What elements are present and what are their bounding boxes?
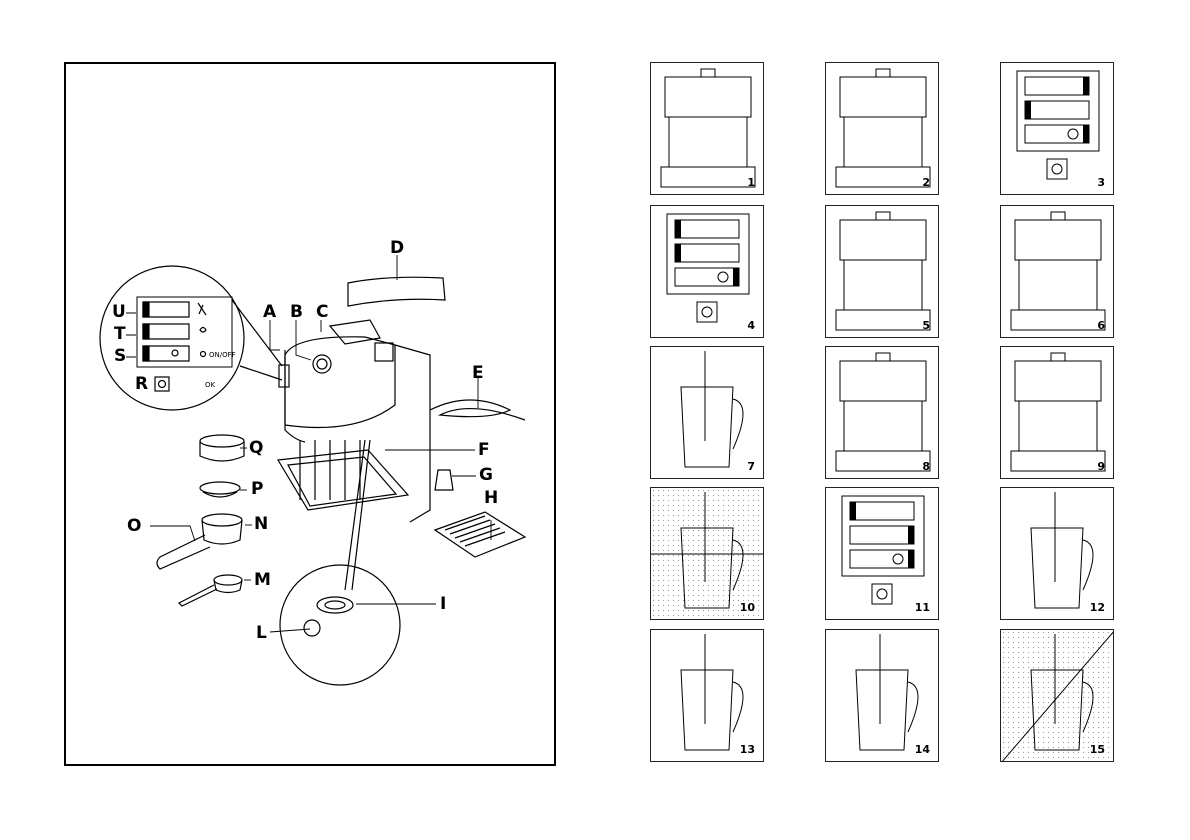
label-b: B	[290, 302, 303, 322]
insert-filter-illustration	[680, 351, 744, 468]
step-panel-9: 9	[1000, 346, 1114, 479]
tamp-and-clean-illustration	[651, 492, 763, 609]
step-panel-6: 6	[1000, 205, 1114, 338]
label-h: H	[484, 488, 499, 508]
label-i: I	[440, 594, 447, 614]
step-number: 8	[922, 460, 930, 473]
measuring-scoop	[177, 574, 243, 607]
label-a: A	[263, 302, 277, 322]
step-panel-15: 15	[1000, 629, 1114, 762]
coffee-cup-icon	[199, 326, 207, 333]
label-t: T	[114, 324, 126, 344]
step-number: 4	[747, 319, 755, 332]
step-panel-5: 5	[825, 205, 939, 338]
leader-lines	[126, 255, 492, 633]
label-c: C	[316, 302, 329, 322]
overview-frame	[64, 62, 556, 766]
step-panel-10: 10	[650, 487, 764, 620]
control-panel-flashing-illustration	[666, 213, 750, 323]
fill-water-tank-illustration	[660, 68, 756, 188]
label-n: N	[254, 514, 269, 534]
steam-nozzle-in-jug-illustration	[855, 634, 919, 751]
drip-grill	[433, 511, 527, 558]
label-s: S	[114, 346, 127, 366]
power-icon	[199, 350, 207, 358]
clean-steam-nozzle-illustration	[1002, 631, 1113, 761]
label-l: L	[256, 623, 267, 643]
attach-filter-holder-illustration	[1010, 211, 1106, 331]
step-panel-12: 12	[1000, 487, 1114, 620]
step-number: 11	[914, 601, 930, 614]
lock-filter-holder-illustration	[835, 352, 931, 472]
step-number: 13	[739, 743, 755, 756]
step-panel-8: 8	[825, 346, 939, 479]
espresso-machine	[277, 319, 431, 591]
label-q: Q	[249, 438, 264, 458]
label-d: D	[390, 238, 405, 258]
nozzle-magnifier	[279, 564, 401, 686]
label-g: G	[479, 465, 493, 485]
label-r: R	[135, 374, 149, 394]
step-panel-3: 3	[1000, 62, 1114, 195]
ok-caption: OK	[205, 381, 216, 389]
step-number: 3	[1097, 176, 1105, 189]
step-number: 12	[1089, 601, 1105, 614]
label-m: M	[254, 570, 271, 590]
steam-icon	[197, 302, 207, 316]
step-panel-13: 13	[650, 629, 764, 762]
label-o: O	[127, 516, 142, 536]
brew-two-cups-illustration	[1010, 352, 1106, 472]
power-cable	[429, 399, 526, 421]
label-u: U	[112, 302, 126, 322]
on-off-caption: ON/OFF	[209, 351, 236, 359]
step-number: 15	[1089, 743, 1105, 756]
step-panel-14: 14	[825, 629, 939, 762]
label-p: P	[251, 479, 264, 499]
step-panel-7: 7	[650, 346, 764, 479]
step-number: 7	[747, 460, 755, 473]
step-number: 6	[1097, 319, 1105, 332]
lift-tank-out-illustration	[835, 68, 931, 188]
step-number: 9	[1097, 460, 1105, 473]
step-panel-2: 2	[825, 62, 939, 195]
froth-milk-illustration	[680, 634, 744, 751]
tank-lid	[347, 276, 446, 307]
step-number: 10	[739, 601, 755, 614]
step-panel-11: 11	[825, 487, 939, 620]
steam-tip	[434, 469, 454, 491]
step-number: 14	[914, 743, 930, 756]
filter-one-cup	[199, 481, 241, 495]
filter-holder	[156, 513, 243, 570]
machine-dispensing-water-illustration	[835, 211, 931, 331]
label-f: F	[478, 440, 490, 460]
label-e: E	[472, 363, 484, 383]
control-panel-steam-ready-illustration	[841, 495, 925, 605]
steam-milk-jug-illustration	[1030, 492, 1094, 609]
step-number: 2	[922, 176, 930, 189]
step-number: 1	[747, 176, 755, 189]
filter-two-cup	[199, 434, 245, 448]
step-panel-4: 4	[650, 205, 764, 338]
step-panel-1: 1	[650, 62, 764, 195]
step-number: 5	[922, 319, 930, 332]
control-panel-magnifier	[99, 265, 283, 411]
control-panel-on-light-illustration	[1016, 70, 1100, 180]
